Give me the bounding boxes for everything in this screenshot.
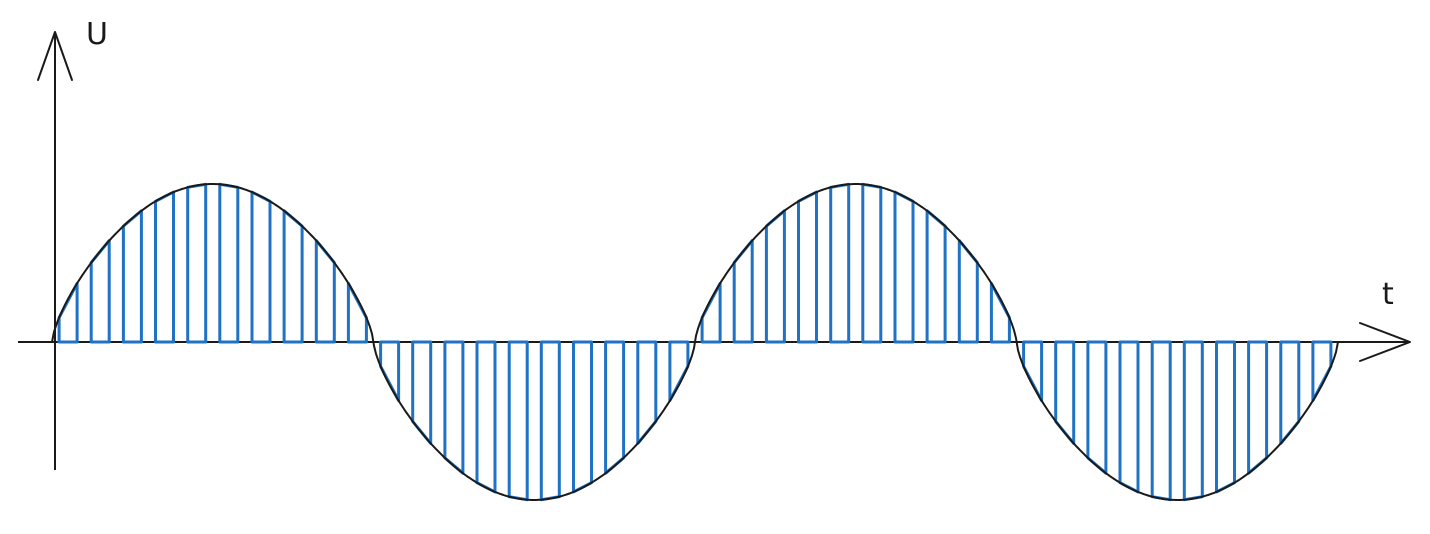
- pwm-pulse: [1150, 340, 1172, 502]
- pwm-pulse: [1247, 340, 1269, 475]
- pwm-pulse: [539, 340, 561, 502]
- pwm-pulse: [925, 209, 947, 344]
- pwm-pulse: [1279, 340, 1301, 445]
- y-axis-arrowhead: [37, 31, 73, 81]
- pwm-pulse: [604, 340, 626, 475]
- sine-curve: [51, 183, 1339, 501]
- pwm-pulse: [1086, 340, 1108, 475]
- pwm-pulse: [443, 340, 465, 475]
- pwm-pulse: [1054, 340, 1076, 445]
- pwm-pulse: [829, 182, 851, 344]
- pwm-pulse: [89, 239, 111, 344]
- pwm-pulse: [957, 239, 979, 344]
- x-axis-label: t: [1382, 277, 1394, 312]
- pwm-pulse: [475, 340, 497, 494]
- pwm-pulse: [282, 209, 304, 344]
- pwm-pulse: [411, 340, 433, 445]
- pwm-pulse: [186, 182, 208, 344]
- pwm-pulse: [218, 182, 240, 344]
- y-axis-label: U: [86, 17, 108, 52]
- pwm-pulse: [572, 340, 593, 494]
- pwm-pulse: [1215, 340, 1236, 494]
- pwm-pulse: [861, 182, 883, 344]
- pwm-pulse: [154, 190, 175, 344]
- pwm-pulse: [121, 209, 143, 344]
- pwm-pulse: [507, 340, 529, 502]
- pwm-pulse: [797, 190, 818, 344]
- x-axis-arrowhead: [1359, 322, 1411, 362]
- pwm-pulse: [250, 190, 272, 344]
- pwm-pulse: [764, 209, 786, 344]
- pwm-pulse: [732, 239, 754, 344]
- pwm-pulse: [314, 239, 336, 344]
- pwm-pulse: [636, 340, 658, 445]
- pwm-pulse: [1182, 340, 1204, 502]
- pwm-pulse: [1118, 340, 1140, 494]
- pwm-pulse: [893, 190, 915, 344]
